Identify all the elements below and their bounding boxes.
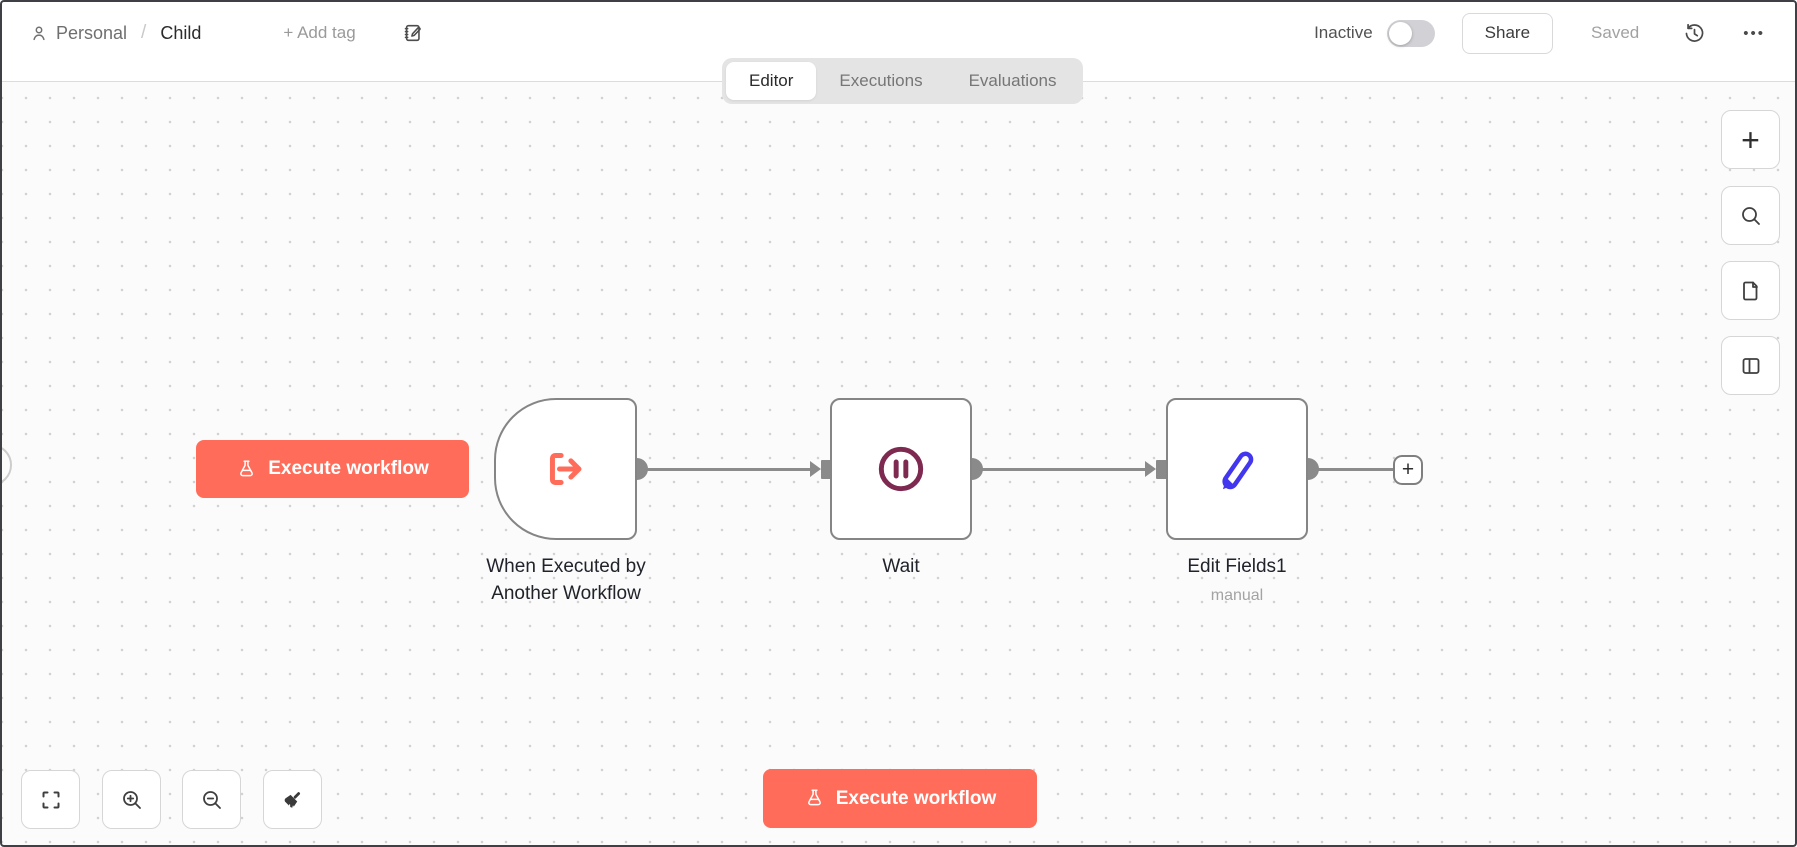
share-button[interactable]: Share (1461, 12, 1554, 54)
connection-wait-editfields[interactable] (972, 467, 1146, 471)
sticky-note-icon (1742, 281, 1758, 300)
fit-view-icon (42, 791, 59, 808)
add-node-endpoint-button[interactable]: + (1393, 454, 1423, 485)
search-icon (1741, 206, 1760, 225)
view-tabs: Editor Executions Evaluations (722, 58, 1084, 104)
note-edit-icon[interactable] (402, 22, 424, 44)
tidy-up-button[interactable] (263, 770, 322, 829)
flask-icon (240, 459, 254, 476)
breadcrumb: Personal / Child + Add tag (30, 10, 424, 56)
node-label-trigger: When Executed by Another Workflow (486, 556, 646, 604)
workflow-exit-arrow-icon (549, 452, 581, 486)
execute-workflow-label: Execute workflow (268, 458, 429, 479)
add-node-button[interactable]: + (1721, 110, 1780, 169)
execute-workflow-button-bottom[interactable]: Execute workflow (763, 769, 1037, 828)
panel-toggle-button[interactable] (1721, 336, 1780, 395)
input-port-editfields[interactable] (1156, 459, 1168, 479)
breadcrumb-separator: / (141, 22, 147, 43)
add-node-icon: + (1741, 121, 1760, 158)
saved-status: Saved (1591, 23, 1640, 42)
workflow-status-label: Inactive (1314, 23, 1373, 42)
execute-workflow-button-canvas[interactable]: Execute workflow (196, 440, 469, 498)
connection-editfields-plus[interactable] (1308, 467, 1394, 471)
node-wait[interactable] (830, 398, 972, 540)
breadcrumb-project[interactable]: Personal (56, 22, 128, 43)
fit-view-button[interactable] (21, 770, 80, 829)
connection-trigger-wait[interactable] (637, 467, 811, 471)
zoom-out-icon (202, 790, 221, 809)
tab-editor[interactable]: Editor (726, 62, 817, 100)
ellipsis-icon: ••• (1743, 24, 1765, 42)
workflow-canvas[interactable]: + Execute workflow When Executed by Anot… (0, 82, 1797, 847)
node-subtitle-edit-fields1: manual (1210, 587, 1264, 604)
left-edge-handle[interactable] (0, 444, 12, 486)
toggle-knob (1388, 21, 1412, 45)
panel-toggle-icon (1742, 357, 1759, 374)
user-icon (30, 24, 48, 42)
tidy-up-icon (284, 792, 301, 810)
tab-executions[interactable]: Executions (816, 62, 945, 100)
more-options-button[interactable]: ••• (1743, 25, 1765, 42)
zoom-in-icon (122, 790, 141, 809)
activate-toggle[interactable] (1386, 19, 1435, 47)
history-button[interactable] (1683, 22, 1706, 45)
flask-icon (807, 789, 821, 806)
node-when-executed-by-another-workflow[interactable] (494, 398, 637, 540)
node-label-wait: Wait (882, 556, 920, 577)
execute-workflow-label: Execute workflow (835, 787, 997, 809)
search-button[interactable] (1721, 186, 1780, 245)
input-arrow-editfields (1145, 461, 1156, 477)
input-arrow-wait (810, 461, 821, 477)
history-icon (1685, 23, 1704, 42)
zoom-in-button[interactable] (102, 770, 161, 829)
pen-icon (1222, 451, 1254, 490)
node-label-edit-fields1: Edit Fields1 (1187, 556, 1287, 577)
tab-evaluations[interactable]: Evaluations (946, 62, 1080, 100)
sticky-note-button[interactable] (1721, 261, 1780, 320)
header-actions: Inactive Share Saved ••• (1314, 10, 1765, 56)
node-edit-fields1[interactable] (1166, 398, 1308, 540)
pause-circle-icon (878, 446, 924, 492)
workflow-name[interactable]: Child (160, 22, 202, 43)
zoom-out-button[interactable] (182, 770, 241, 829)
add-tag-button[interactable]: + Add tag (283, 23, 356, 42)
